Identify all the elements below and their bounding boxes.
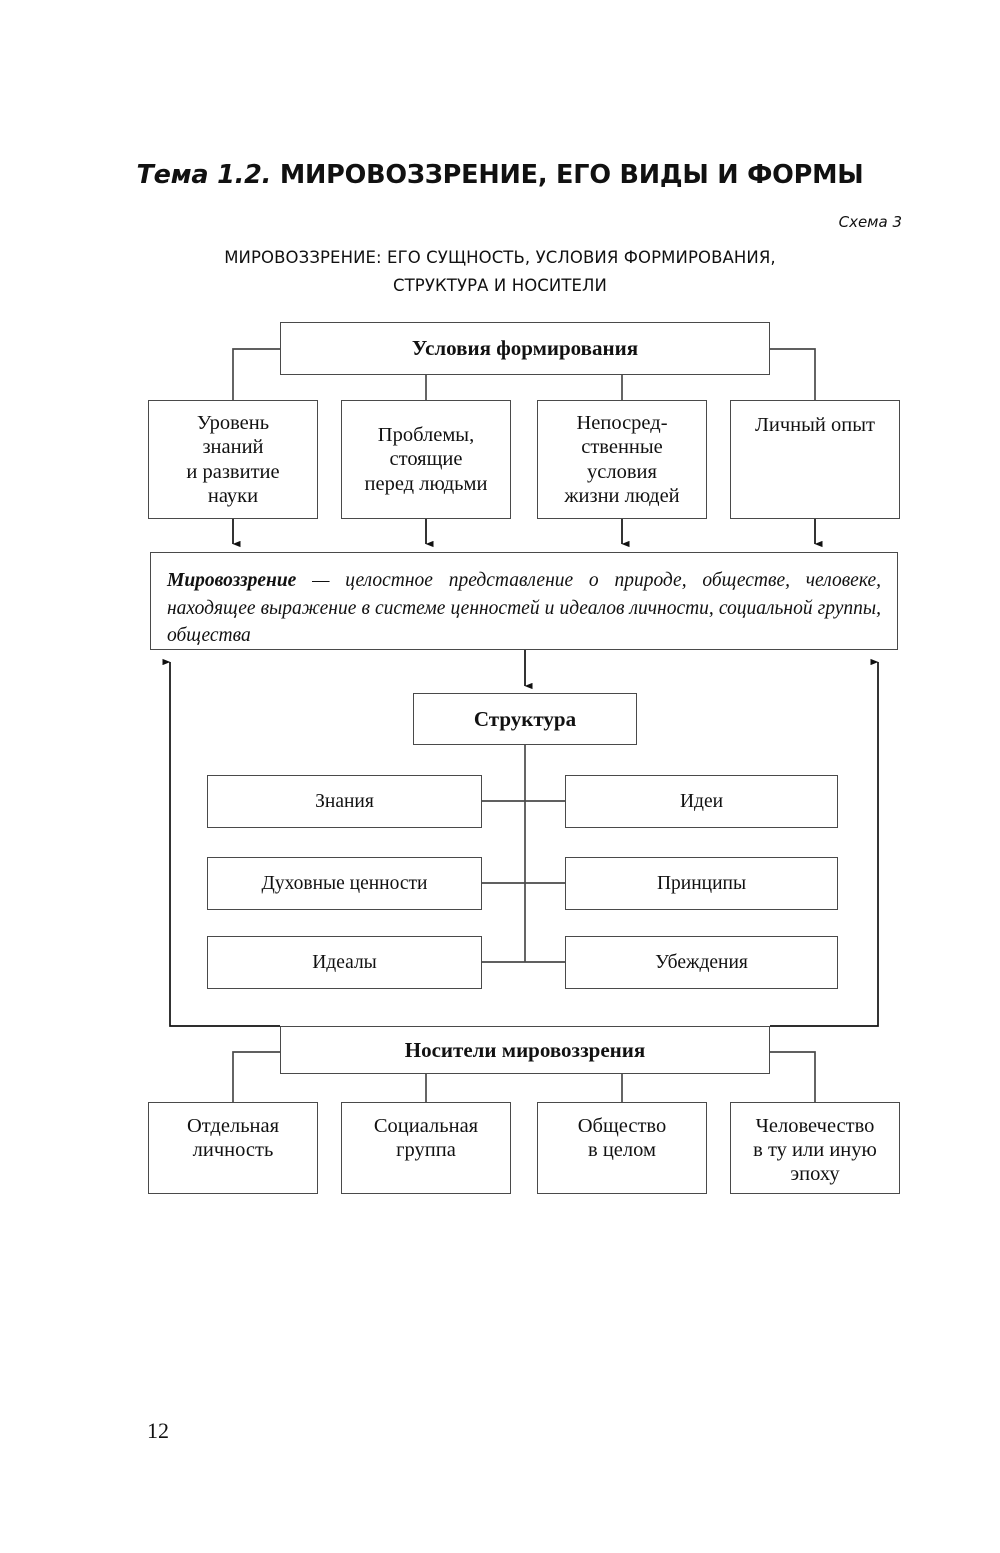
node-carrier-3-line-1: Общество bbox=[577, 1115, 667, 1137]
node-structure-right-3-label: Убеждения bbox=[655, 952, 748, 973]
node-carrier-1-line-2: личность bbox=[192, 1139, 274, 1162]
node-carrier-1-label: Отдельная личность bbox=[181, 1114, 285, 1162]
node-definition-term: Мировоззрение bbox=[167, 570, 297, 591]
node-condition-1-label: Уровень знаний и развитие науки bbox=[180, 411, 285, 508]
node-carrier-1-line-1: Отдельная bbox=[186, 1115, 280, 1137]
node-carrier-3-label: Общество в целом bbox=[572, 1114, 672, 1162]
scheme-label: Схема 3 bbox=[838, 213, 902, 231]
node-structure-right-2[interactable]: Принципы bbox=[565, 857, 838, 910]
node-condition-3-line-2: ственные bbox=[581, 436, 663, 459]
node-structure-right-1[interactable]: Идеи bbox=[565, 775, 838, 828]
node-structure-right-3[interactable]: Убеждения bbox=[565, 936, 838, 989]
node-structure-left-1[interactable]: Знания bbox=[207, 775, 482, 828]
node-structure-left-2[interactable]: Духовные ценности bbox=[207, 857, 482, 910]
page-title-main: МИРОВОЗЗРЕНИЕ, ЕГО ВИДЫ И ФОРМЫ bbox=[279, 160, 864, 190]
node-structure-left-3-label: Идеалы bbox=[312, 952, 377, 973]
node-structure-right-1-label: Идеи bbox=[679, 791, 724, 812]
node-carrier-2-label: Социальная группа bbox=[368, 1114, 484, 1162]
node-condition-2-line-2: стоящие bbox=[389, 448, 463, 471]
node-conditions-header[interactable]: Условия формирования bbox=[280, 322, 770, 375]
page-title-topic: Тема 1.2. bbox=[136, 160, 272, 190]
node-structure-left-1-label: Знания bbox=[315, 791, 374, 812]
node-condition-1-line-2: знаний bbox=[202, 436, 264, 459]
page-title: Тема 1.2. МИРОВОЗЗРЕНИЕ, ЕГО ВИДЫ И ФОРМ… bbox=[0, 160, 1000, 190]
node-carrier-2-line-1: Социальная bbox=[373, 1115, 479, 1137]
node-condition-1-line-1: Уровень bbox=[196, 412, 270, 435]
node-structure-left-3[interactable]: Идеалы bbox=[207, 936, 482, 989]
node-condition-1-line-3: и развитие bbox=[186, 460, 280, 483]
node-definition[interactable]: Мировоззрение — целостное представление … bbox=[150, 552, 898, 650]
node-carrier-3-line-2: в целом bbox=[588, 1139, 656, 1162]
conditions-to-definition-arrows bbox=[232, 519, 823, 548]
node-structure-header[interactable]: Структура bbox=[413, 693, 637, 745]
node-condition-3-line-1: Непосред- bbox=[576, 412, 668, 435]
scheme-caption: МИРОВОЗЗРЕНИЕ: ЕГО СУЩНОСТЬ, УСЛОВИЯ ФОР… bbox=[180, 244, 820, 300]
structure-connectors bbox=[482, 745, 565, 963]
node-carrier-2[interactable]: Социальная группа bbox=[341, 1102, 511, 1194]
node-carrier-2-line-2: группа bbox=[396, 1139, 456, 1162]
node-carrier-4[interactable]: Человечество в ту или иную эпоху bbox=[730, 1102, 900, 1194]
node-definition-body: целостное представление о природе, общес… bbox=[167, 570, 881, 647]
node-condition-2-line-1: Проблемы, bbox=[377, 424, 475, 447]
node-condition-3-label: Непосред- ственные условия жизни людей bbox=[558, 411, 685, 508]
node-carrier-3[interactable]: Общество в целом bbox=[537, 1102, 707, 1194]
node-structure-header-label: Структура bbox=[473, 706, 577, 731]
node-definition-dash: — bbox=[296, 570, 346, 591]
node-condition-2[interactable]: Проблемы, стоящие перед людьми bbox=[341, 400, 511, 519]
node-condition-2-line-3: перед людьми bbox=[364, 472, 488, 495]
node-condition-2-label: Проблемы, стоящие перед людьми bbox=[359, 423, 494, 496]
node-carriers-header-label: Носители мировоззрения bbox=[404, 1037, 646, 1062]
scheme-caption-line-2: СТРУКТУРА И НОСИТЕЛИ bbox=[392, 276, 608, 295]
node-conditions-header-label: Условия формирования bbox=[411, 336, 639, 361]
node-carrier-4-line-1: Человечество bbox=[755, 1115, 875, 1137]
node-condition-1[interactable]: Уровень знаний и развитие науки bbox=[148, 400, 318, 519]
node-carrier-4-line-2: в ту или иную bbox=[753, 1139, 877, 1162]
node-condition-1-line-4: науки bbox=[207, 484, 259, 507]
node-carriers-header[interactable]: Носители мировоззрения bbox=[280, 1026, 770, 1074]
node-carrier-1[interactable]: Отдельная личность bbox=[148, 1102, 318, 1194]
node-carrier-4-label: Человечество в ту или иную эпоху bbox=[747, 1114, 883, 1187]
node-condition-3-line-4: жизни людей bbox=[564, 484, 680, 507]
node-condition-4-label: Личный опыт bbox=[755, 414, 875, 436]
page-number: 12 bbox=[147, 1418, 169, 1443]
node-structure-right-2-label: Принципы bbox=[656, 873, 747, 894]
node-condition-3[interactable]: Непосред- ственные условия жизни людей bbox=[537, 400, 707, 519]
node-carrier-4-line-3: эпоху bbox=[790, 1163, 840, 1186]
node-condition-3-line-3: условия bbox=[587, 460, 657, 483]
scheme-caption-line-1: МИРОВОЗЗРЕНИЕ: ЕГО СУЩНОСТЬ, УСЛОВИЯ ФОР… bbox=[224, 248, 776, 267]
node-structure-left-2-label: Духовные ценности bbox=[261, 873, 428, 894]
node-condition-4[interactable]: Личный опыт bbox=[730, 400, 900, 519]
